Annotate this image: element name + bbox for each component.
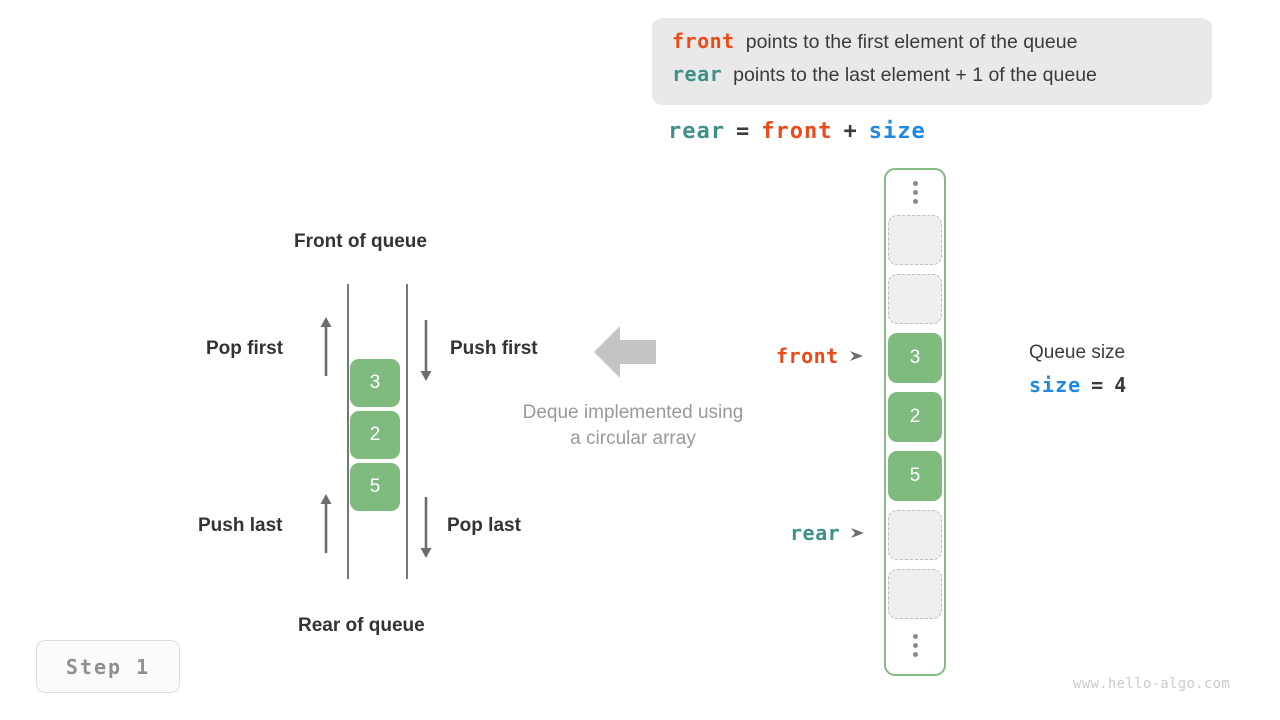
deque-cell: 3 [350,359,400,407]
op-label-push-last: Push last [198,515,283,536]
pointer-front-arrow-icon [849,349,865,363]
array-slot [888,215,942,265]
pointer-front-label: front [776,344,839,368]
arrow-down-pop-last-icon [420,497,432,558]
arrow-up-pop-first-icon [320,317,332,376]
array-slot: 3 [888,333,942,383]
arrow-down-push-first-icon [420,320,432,381]
queue-size-expression: size = 4 [1029,373,1137,397]
op-label-push-first: Push first [450,338,538,359]
deque-caption: Deque implemented using a circular array [492,400,774,452]
pointer-rear-label: rear [790,521,841,545]
array-slot: 2 [888,392,942,442]
size-token-value: 4 [1114,373,1128,397]
queue-size-block: Queue size size = 4 [1029,342,1137,397]
deque-caption-line1: Deque implemented using [522,402,744,423]
array-slot: 5 [888,451,942,501]
formula-token-plus: + [843,119,858,144]
deque-channel-line-right [406,284,408,579]
deque-title-front: Front of queue [294,231,427,252]
formula-token-equals: = [735,119,751,144]
deque-cell: 5 [350,463,400,511]
op-label-pop-last: Pop last [447,515,521,536]
legend-key-front: front [672,29,735,53]
formula-token-rear: rear [668,119,725,144]
legend-key-rear: rear [672,62,723,86]
formula-rear-equals-front-plus-size: rear = front + size [668,119,937,144]
legend-text-front: points to the first element of the queue [745,31,1078,53]
size-token-equals: = [1091,373,1105,397]
deque-cell: 2 [350,411,400,459]
formula-token-size: size [868,119,926,144]
pointer-rear: rear [790,521,866,545]
pointer-front: front [776,344,865,368]
deque-caption-line2: a circular array [570,428,696,449]
legend-row-rear: rear points to the last element + 1 of t… [672,62,1097,87]
formula-token-front: front [761,119,833,144]
legend-box: front points to the first element of the… [652,18,1212,105]
queue-size-title: Queue size [1029,342,1126,363]
deque-channel-line-left [347,284,349,579]
legend-row-front: front points to the first element of the… [672,29,1077,54]
pointer-rear-arrow-icon [850,526,866,540]
array-slot [888,510,942,560]
ellipsis-top-icon [908,181,922,204]
step-badge: Step 1 [36,640,180,693]
watermark: www.hello-algo.com [1073,676,1231,692]
array-slot [888,569,942,619]
op-label-pop-first: Pop first [206,338,284,359]
deque-title-rear: Rear of queue [298,615,425,636]
big-left-arrow-icon [594,326,656,378]
ellipsis-bottom-icon [908,634,922,657]
array-slot [888,274,942,324]
arrow-up-push-last-icon [320,494,332,553]
size-token-var: size [1029,373,1082,397]
legend-text-rear: points to the last element + 1 of the qu… [733,64,1097,86]
